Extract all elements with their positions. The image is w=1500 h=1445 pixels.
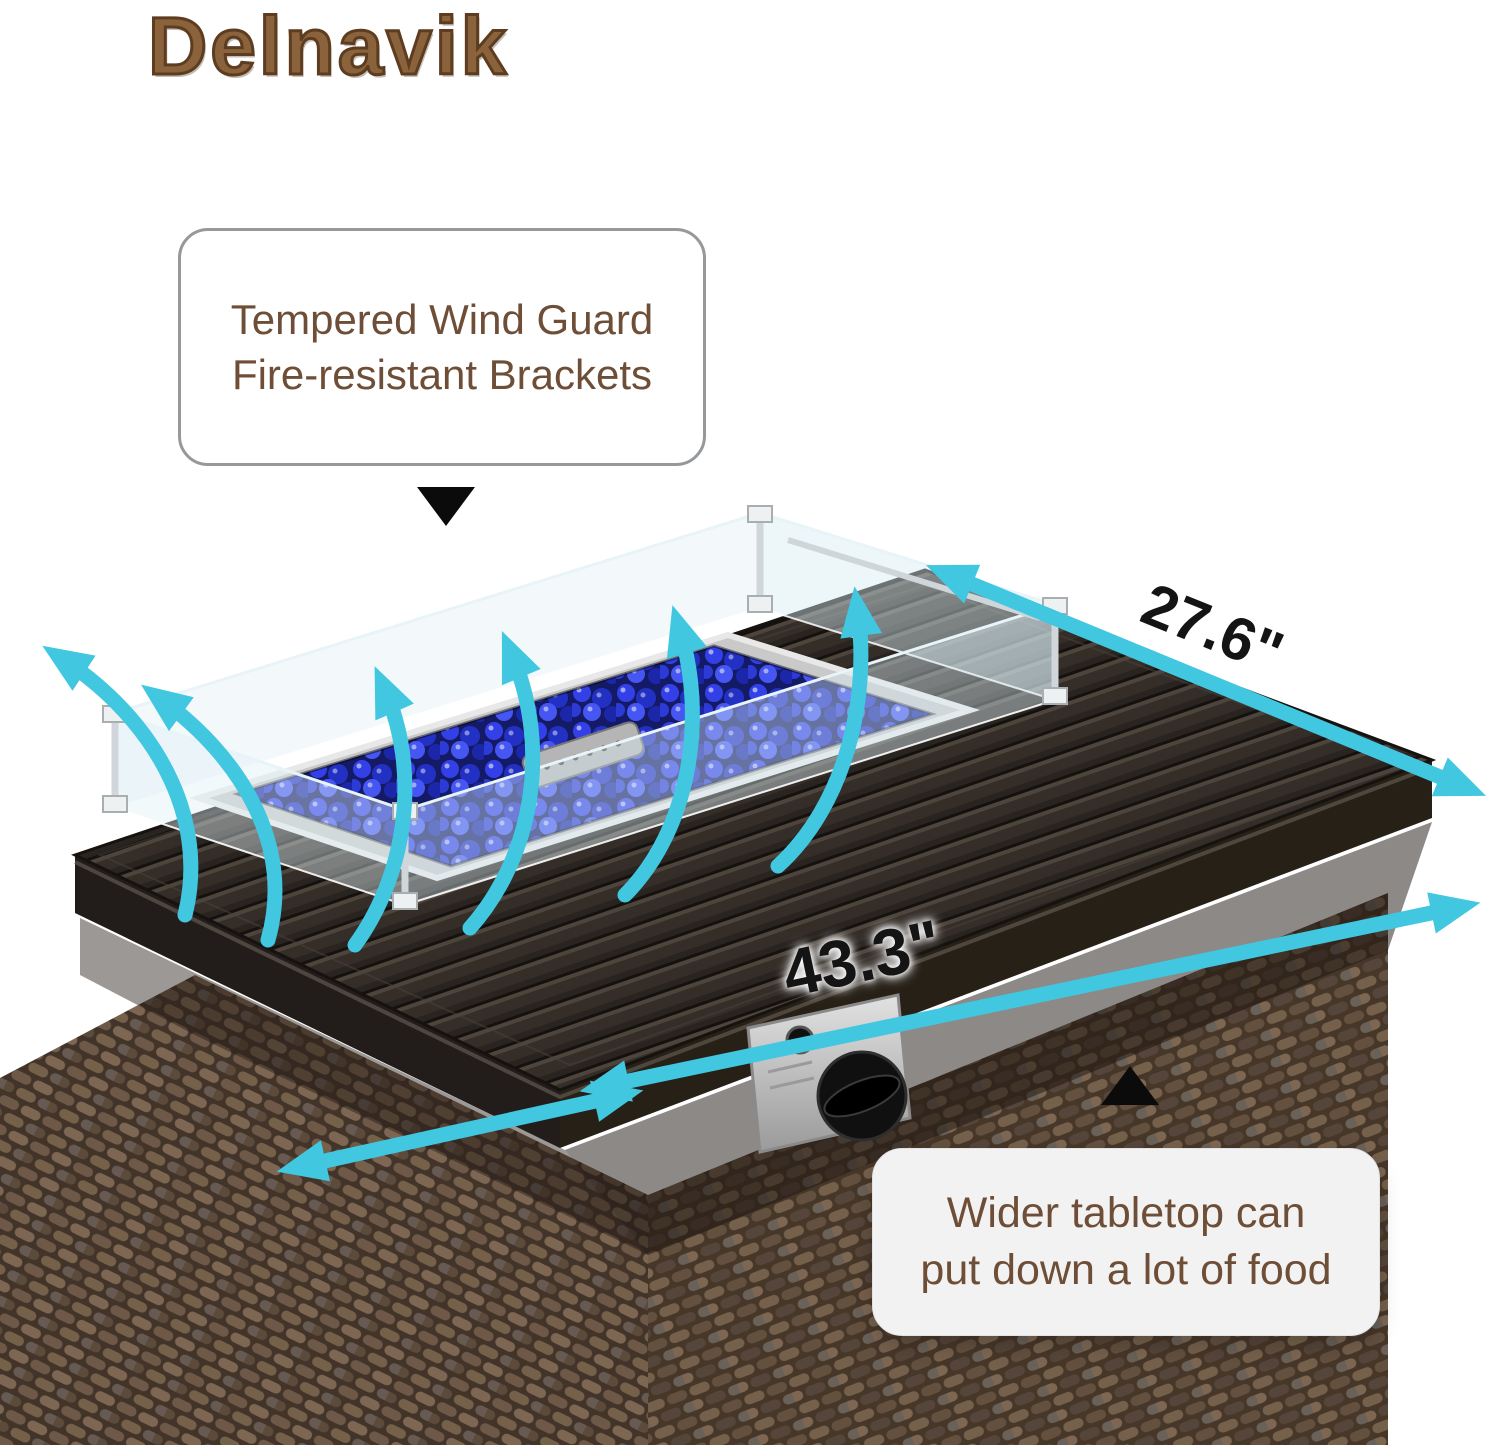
airflow-arrow <box>462 631 541 936</box>
airflow-arrow <box>141 684 283 948</box>
dimension-arrow-depth <box>925 564 1487 797</box>
dimension-arrows <box>276 564 1487 1182</box>
wind-guard-callout: Tempered Wind Guard Fire-resistant Brack… <box>178 228 706 466</box>
pointer-down-icon <box>417 487 475 526</box>
tabletop-callout: Wider tabletop can put down a lot of foo… <box>872 1148 1380 1336</box>
control-knob <box>816 1050 908 1142</box>
brand-logo: Delnavik <box>146 0 510 94</box>
airflow-arrow <box>617 605 708 903</box>
airflow-arrow <box>42 645 199 923</box>
pointer-up-icon <box>1101 1066 1159 1105</box>
airflow-arrow <box>347 666 414 953</box>
dimension-arrow-left-edge <box>276 1080 644 1182</box>
airflow-arrow <box>770 586 883 874</box>
airflow-arrows <box>42 586 883 953</box>
wind-guard-callout-line1: Tempered Wind Guard <box>230 295 654 343</box>
tabletop-callout-line2: put down a lot of food <box>920 1246 1332 1294</box>
tabletop-callout-line1: Wider tabletop can <box>946 1189 1306 1238</box>
dimension-arrow-width <box>579 892 1481 1102</box>
wind-guard-callout-line2: Fire-resistant Brackets <box>231 351 653 398</box>
